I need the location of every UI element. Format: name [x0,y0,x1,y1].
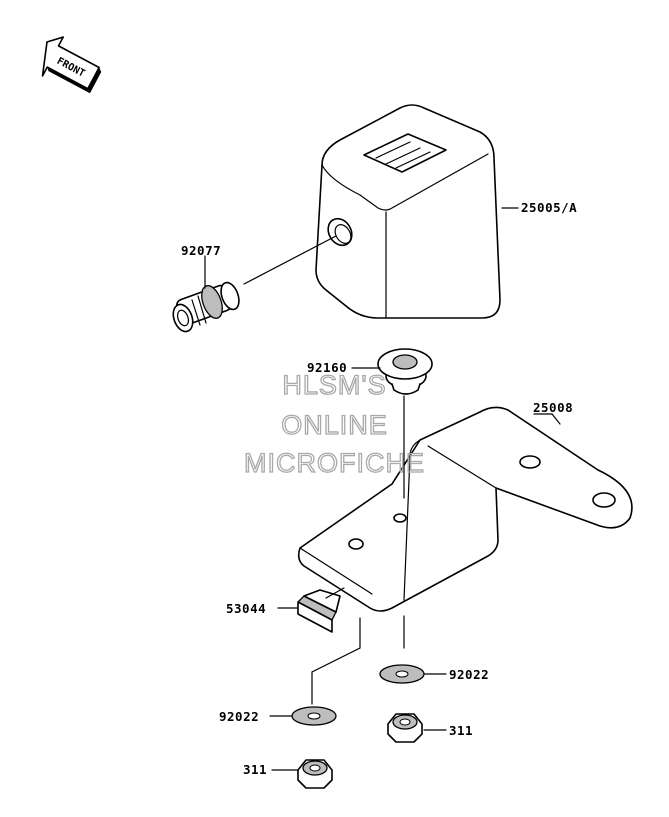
part-92160-grommet [377,348,433,395]
label-92077: 92077 [181,243,222,258]
watermark-line-2: ONLINE [281,409,388,440]
label-92022-right: 92022 [449,667,490,682]
front-arrow-icon: FRONT [41,36,102,94]
label-311-left: 311 [243,762,268,777]
part-92022-washer-right [379,664,425,684]
part-25008-bracket [297,406,633,612]
label-92160: 92160 [307,360,348,375]
watermark-line-3: MICROFICHE [243,447,425,478]
label-25008: 25008 [533,400,574,415]
label-25005a: 25005/A [521,200,578,215]
part-92077-bushing [172,281,240,333]
label-92022-left: 92022 [219,709,260,724]
watermark-line-1: HLSM'S [282,369,387,400]
part-25005a-cover [315,104,501,319]
leader-lines [204,207,561,771]
part-311-nut-right [387,713,423,743]
part-92022-washer-left [291,706,337,726]
label-53044: 53044 [226,601,267,616]
part-311-nut-left [297,759,333,789]
label-311-right: 311 [449,723,474,738]
part-53044-clip [296,589,341,633]
